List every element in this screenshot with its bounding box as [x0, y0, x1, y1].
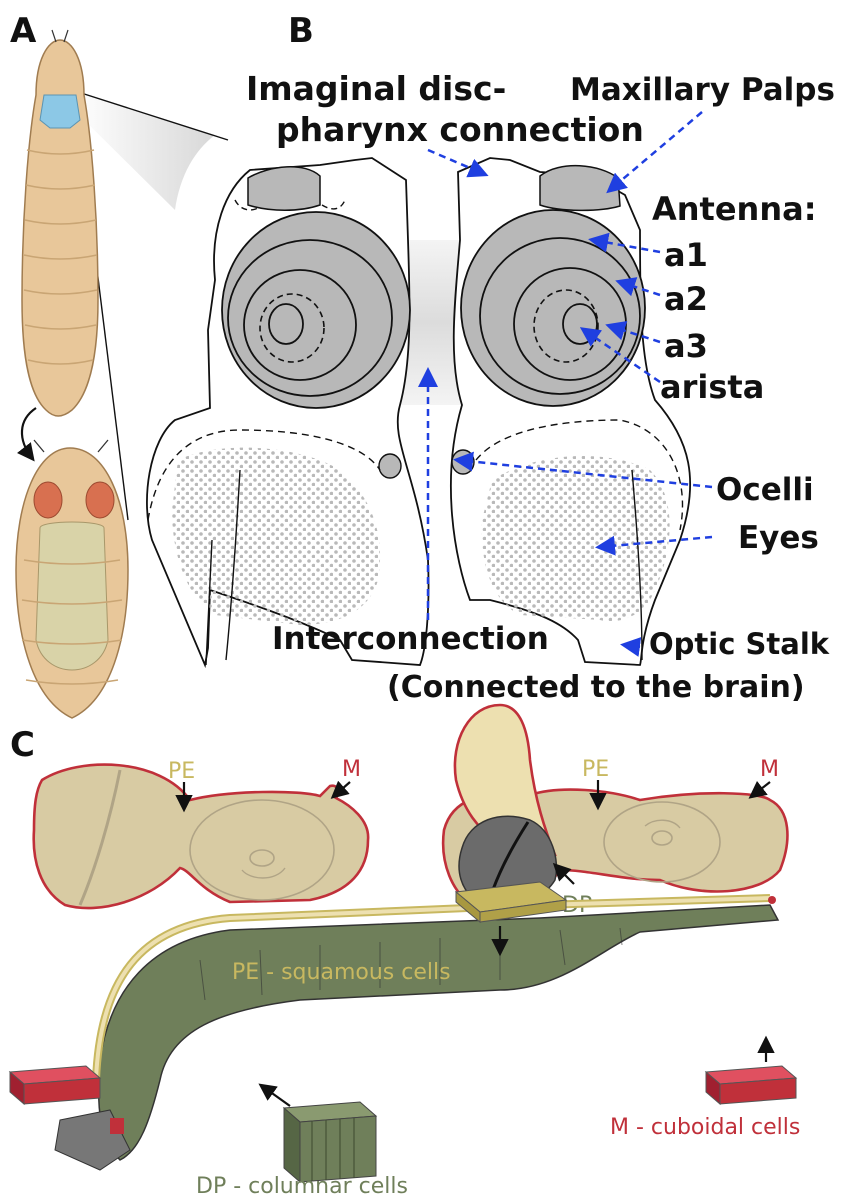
label-pe-right: PE	[582, 757, 609, 782]
label-pe-cells: PE - squamous cells	[232, 960, 451, 985]
label-antenna: Antenna:	[652, 190, 817, 228]
label-m-left: M	[342, 757, 361, 782]
label-m-right: M	[760, 757, 779, 782]
label-pe-left: PE	[168, 759, 195, 784]
development-arrow	[22, 408, 36, 458]
panel-c: C PE M PE M	[8, 705, 800, 1195]
m-cells-block-left	[10, 1066, 100, 1104]
label-a1: a1	[664, 236, 708, 274]
maxillary-palp-right	[540, 166, 620, 211]
m-edge-left	[110, 1118, 124, 1134]
pupa-illustration	[16, 440, 128, 718]
label-ocelli: Ocelli	[716, 472, 814, 508]
panel-b-label: B	[288, 11, 314, 51]
label-imaginal-disc: Imaginal disc-	[246, 69, 506, 108]
label-a2: a2	[664, 280, 708, 318]
label-m-cells: M - cuboidal cells	[610, 1115, 800, 1140]
label-arista: arista	[660, 368, 764, 406]
panel-a-label: A	[10, 11, 37, 51]
label-optic-stalk: Optic Stalk	[649, 627, 830, 661]
label-maxillary-palps: Maxillary Palps	[570, 72, 835, 108]
m-cells-block-right	[706, 1066, 796, 1104]
maxillary-palp-left	[248, 167, 320, 210]
larva-illustration	[22, 30, 98, 416]
label-connected-brain: (Connected to the brain)	[387, 670, 805, 705]
label-a3: a3	[664, 327, 708, 365]
m-edge-right	[768, 896, 776, 904]
dp-cells-block	[284, 1102, 376, 1182]
label-interconnection: Interconnection	[272, 621, 549, 657]
eye-field-right	[482, 456, 670, 621]
panel-b: B	[147, 11, 835, 705]
disc-left-c: PE M	[8, 735, 390, 930]
pupa-eye-left	[34, 482, 62, 518]
pupa-eye-right	[86, 482, 114, 518]
label-eyes: Eyes	[738, 520, 819, 556]
antenna-right	[461, 210, 645, 406]
label-pharynx-connection: pharynx connection	[276, 110, 644, 149]
disc-right-c: PE M DP	[430, 705, 800, 918]
ocellus-left	[379, 454, 401, 478]
label-dp-cells: DP - columnar cells	[196, 1174, 408, 1195]
larva-disc-blue	[40, 95, 80, 128]
antenna-left	[222, 212, 410, 408]
